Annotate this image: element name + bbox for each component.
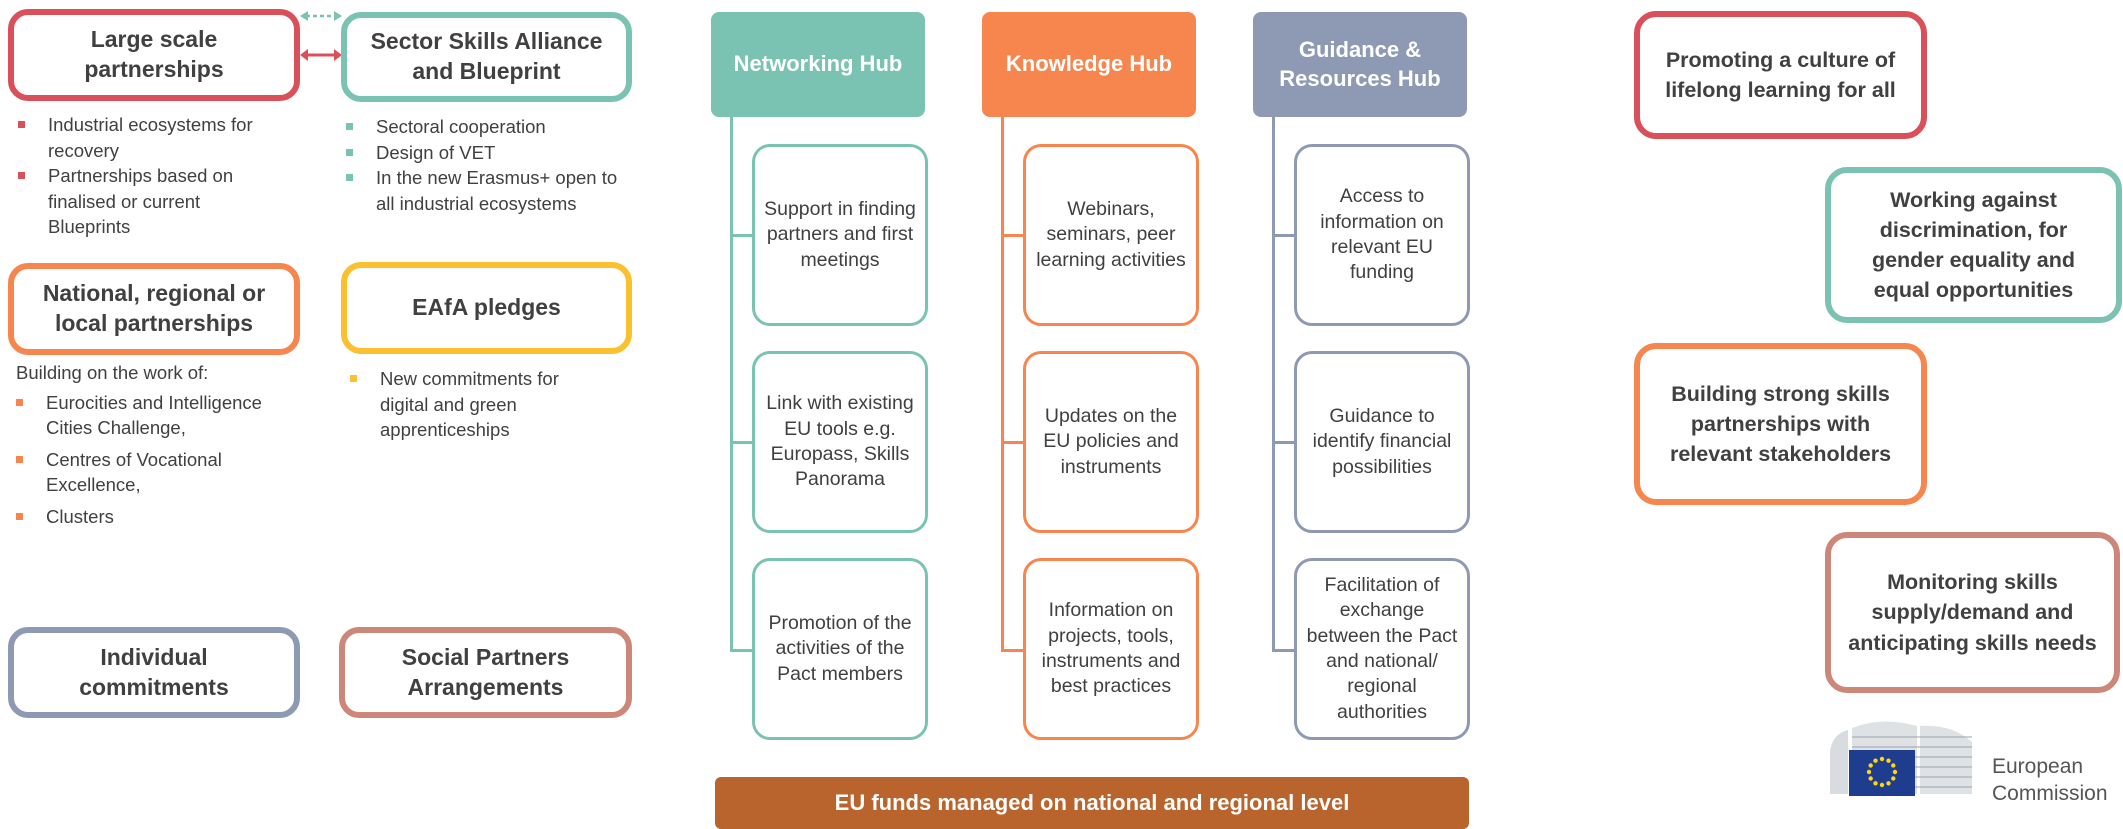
bullet-item: Clusters bbox=[16, 504, 296, 530]
networking-hub-item: Support in finding partners and first me… bbox=[752, 144, 928, 326]
red-arrow bbox=[300, 49, 342, 61]
social-partners-title: Social Partners Arrangements bbox=[401, 643, 570, 700]
guidance-hub-item: Access to information on relevant EU fun… bbox=[1294, 144, 1470, 326]
national-partnerships-title: National, regional or local partnerships bbox=[42, 280, 266, 336]
european-commission-wordmark: European Commission bbox=[1992, 755, 2108, 806]
bullet-item: New commitments for digital and green ap… bbox=[350, 366, 600, 443]
national-intro: Building on the work of: bbox=[16, 362, 209, 383]
networking-hub-item: Promotion of the activities of the Pact … bbox=[752, 558, 928, 740]
eu-funds-footer: EU funds managed on national and regiona… bbox=[715, 777, 1469, 829]
guidance-hub-item: Facilitation of exchange between the Pac… bbox=[1294, 558, 1470, 740]
principle-against-discrimination: Working against discrimination, for gend… bbox=[1825, 167, 2122, 323]
knowledge-hub-item: Updates on the EU policies and instrumen… bbox=[1023, 351, 1199, 533]
networking-hub-branch bbox=[730, 234, 754, 237]
sector-skills-alliance-box: Sector Skills Alliance and Blueprint bbox=[341, 12, 632, 102]
bullet-item: Eurocities and Intelligence Cities Chall… bbox=[16, 390, 296, 441]
connector-arrows bbox=[300, 11, 342, 61]
eu-stars bbox=[1866, 756, 1898, 788]
large-scale-partnerships-title: Large scale partnerships bbox=[84, 26, 224, 82]
bullet-item: Centres of Vocational Excellence, bbox=[16, 447, 296, 498]
european-commission-logo bbox=[1830, 721, 1972, 796]
individual-commitments-title: Individual commitments bbox=[79, 643, 229, 700]
bullet-item: Partnerships based on finalised or curre… bbox=[18, 163, 273, 240]
teal-dashed-arrow bbox=[300, 11, 342, 21]
networking-hub-connector bbox=[730, 117, 733, 652]
guidance-hub-branch bbox=[1272, 234, 1296, 237]
large-scale-partnerships-box: Large scale partnerships bbox=[8, 9, 300, 101]
eafa-pledges-box: EAfA pledges bbox=[341, 262, 632, 354]
knowledge-hub-header: Knowledge Hub bbox=[982, 12, 1196, 117]
sector-skills-alliance-title: Sector Skills Alliance and Blueprint bbox=[370, 28, 603, 84]
knowledge-hub-connector bbox=[1001, 117, 1004, 652]
principle-skills-partnerships: Building strong skills partnerships with… bbox=[1634, 343, 1927, 505]
large-scale-bullets: Industrial ecosystems for recovery Partn… bbox=[18, 112, 273, 240]
sector-skills-bullets: Sectoral cooperation Design of VET In th… bbox=[346, 114, 631, 216]
guidance-hub-header: Guidance & Resources Hub bbox=[1253, 12, 1467, 117]
guidance-hub-branch bbox=[1272, 441, 1296, 444]
knowledge-hub-branch bbox=[1001, 441, 1025, 444]
national-bullets: Building on the work of: Eurocities and … bbox=[16, 360, 296, 529]
knowledge-hub-branch bbox=[1001, 234, 1025, 237]
guidance-hub-connector bbox=[1272, 117, 1275, 652]
networking-hub-item: Link with existing EU tools e.g. Europas… bbox=[752, 351, 928, 533]
principle-lifelong-learning: Promoting a culture of lifelong learning… bbox=[1634, 11, 1927, 139]
networking-hub-branch bbox=[730, 441, 754, 444]
bullet-item: Industrial ecosystems for recovery bbox=[18, 112, 273, 163]
bullet-item: In the new Erasmus+ open to all industri… bbox=[346, 165, 631, 216]
eafa-pledges-title: EAfA pledges bbox=[412, 294, 561, 321]
networking-hub-header: Networking Hub bbox=[711, 12, 925, 117]
networking-hub-branch bbox=[730, 649, 754, 652]
bullet-item: Design of VET bbox=[346, 140, 631, 166]
guidance-hub-branch bbox=[1272, 649, 1296, 652]
knowledge-hub-item: Information on projects, tools, instrume… bbox=[1023, 558, 1199, 740]
guidance-hub-item: Guidance to identify financial possibili… bbox=[1294, 351, 1470, 533]
knowledge-hub-item: Webinars, seminars, peer learning activi… bbox=[1023, 144, 1199, 326]
social-partners-box: Social Partners Arrangements bbox=[339, 627, 632, 718]
national-partnerships-box: National, regional or local partnerships bbox=[8, 263, 300, 355]
principle-monitoring-skills: Monitoring skills supply/demand and anti… bbox=[1825, 532, 2120, 693]
individual-commitments-box: Individual commitments bbox=[8, 627, 300, 718]
knowledge-hub-branch bbox=[1001, 649, 1025, 652]
bullet-item: Sectoral cooperation bbox=[346, 114, 631, 140]
eafa-bullets: New commitments for digital and green ap… bbox=[350, 366, 600, 443]
